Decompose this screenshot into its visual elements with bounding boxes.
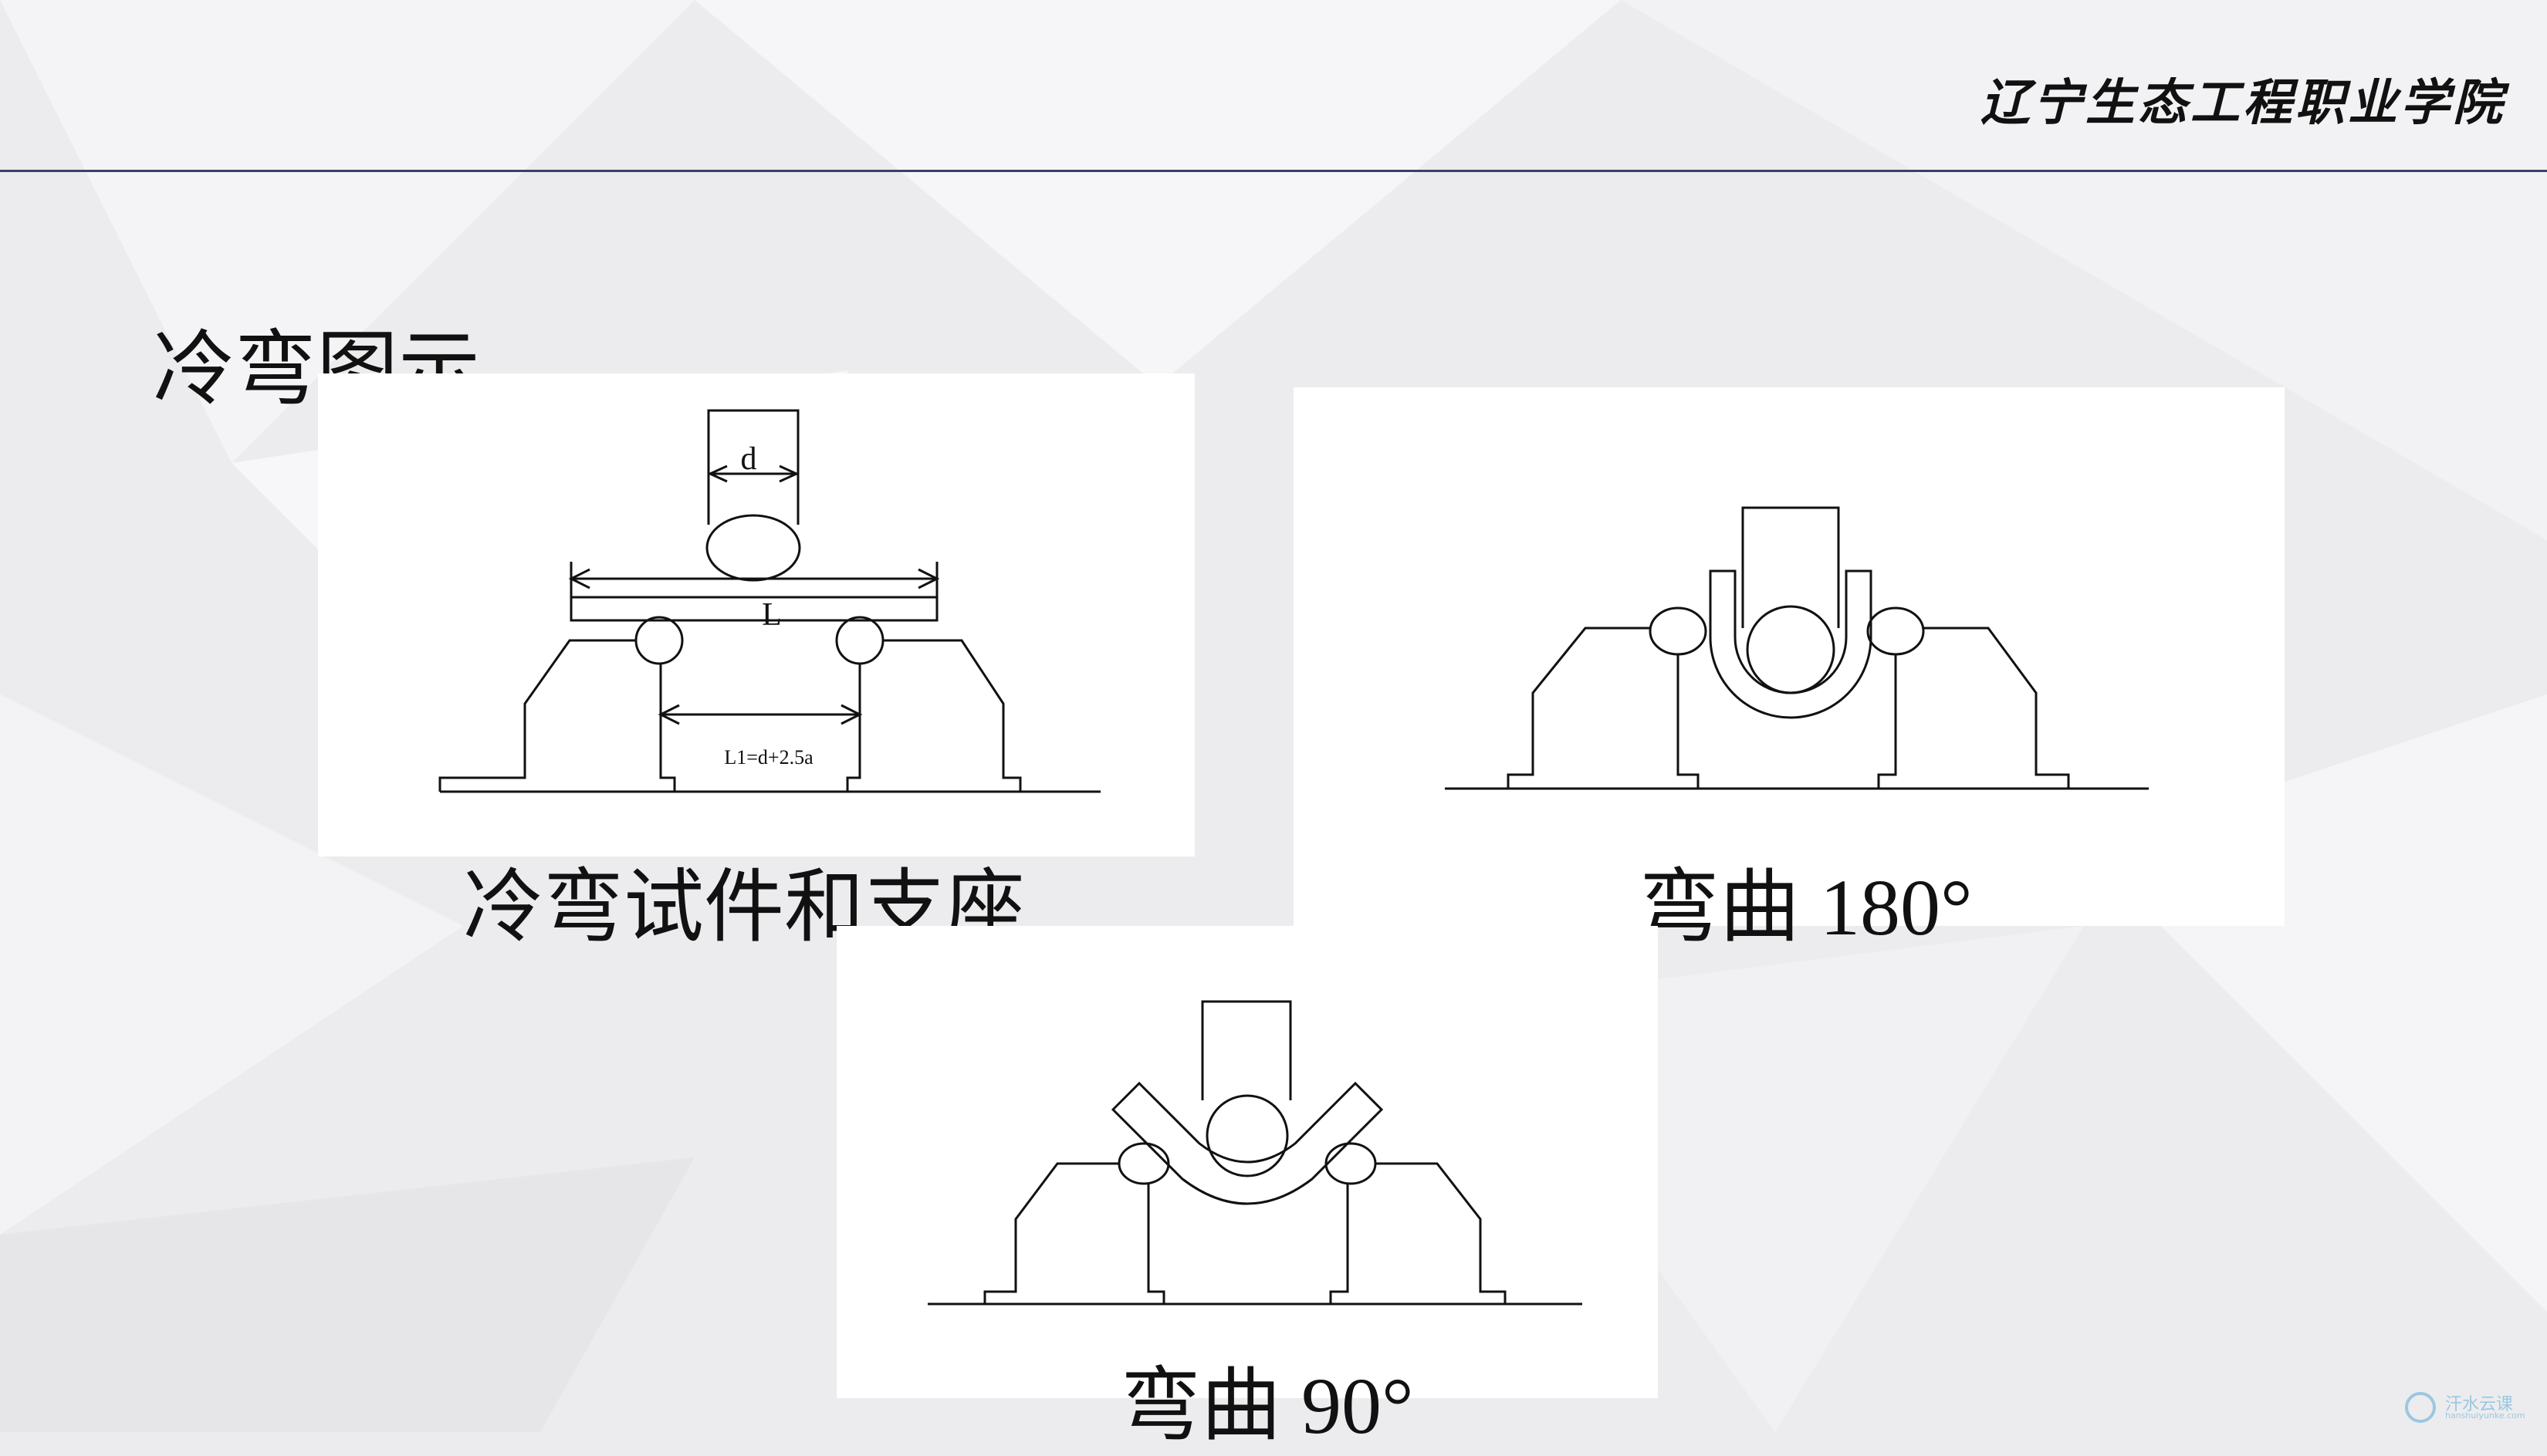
watermark-text: 汗水云课 — [2445, 1395, 2514, 1414]
right-support — [1329, 1162, 1507, 1304]
left-roller — [1649, 606, 1707, 656]
mandrel-roller — [1746, 605, 1835, 694]
mandrel — [1201, 1000, 1292, 1100]
specimen-bar — [570, 596, 939, 622]
right-roller — [1866, 606, 1925, 656]
left-support — [983, 1162, 1165, 1304]
support-distance-label: L1=d+2.5a — [724, 746, 813, 769]
bent-specimen — [1111, 1081, 1384, 1205]
right-roller — [835, 616, 885, 665]
left-roller — [634, 616, 684, 665]
bend-90-diagram — [928, 1000, 1582, 1306]
right-roller — [1324, 1142, 1377, 1185]
figure-specimen-and-supports: d L L1=d+2.5a — [318, 373, 1195, 856]
bend-180-diagram — [1445, 506, 2149, 790]
diameter-label: d — [741, 441, 757, 477]
right-support — [846, 639, 1022, 792]
caption-bend-180: 弯曲 180° — [1639, 863, 1973, 952]
cloud-logo-icon — [2405, 1392, 2436, 1423]
left-roller — [1118, 1142, 1170, 1185]
right-support — [1877, 627, 2070, 789]
figure-bend-180 — [1294, 387, 2285, 926]
specimen-diagram: d L L1=d+2.5a — [438, 409, 1101, 793]
left-support — [1507, 627, 1700, 789]
mandrel-roller — [705, 514, 801, 582]
school-logo: 辽宁生态工程职业学院 — [1980, 74, 2505, 132]
bent-specimen — [1709, 569, 1872, 719]
figure-bend-90 — [837, 926, 1658, 1398]
watermark-subtext: hanshuiyunke.com — [2445, 1410, 2525, 1421]
mandrel — [707, 409, 800, 525]
left-support — [438, 639, 676, 792]
span-label: L — [762, 597, 782, 633]
caption-bend-90: 弯曲 90° — [1121, 1362, 1414, 1451]
mandrel — [1741, 506, 1840, 628]
mandrel-roller — [1206, 1094, 1289, 1177]
watermark: 汗水云课 hanshuiyunke.com — [2405, 1389, 2536, 1426]
header-divider — [0, 170, 2547, 172]
